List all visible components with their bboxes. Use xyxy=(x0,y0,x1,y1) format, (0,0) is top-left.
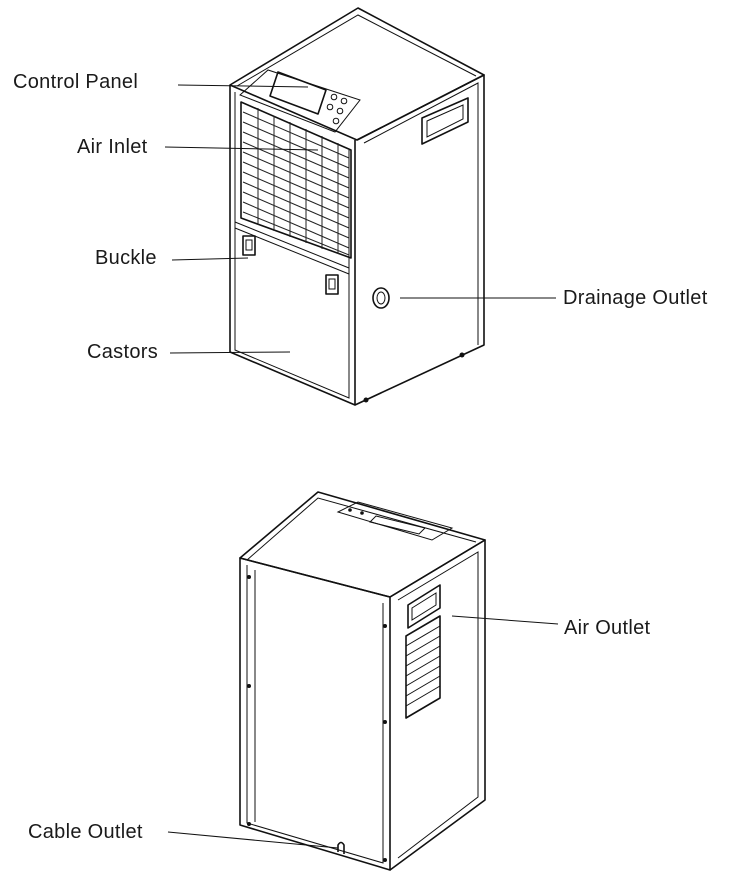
control-button xyxy=(326,103,334,111)
control-button xyxy=(330,93,338,101)
control-button xyxy=(340,97,348,105)
label-air-inlet: Air Inlet xyxy=(77,136,148,158)
castor xyxy=(459,352,465,358)
label-air-outlet: Air Outlet xyxy=(564,617,651,639)
label-cable-outlet: Cable Outlet xyxy=(28,821,143,843)
rear-view-unit xyxy=(239,491,486,871)
control-button xyxy=(332,117,340,125)
castor xyxy=(363,397,369,403)
label-drainage-outlet: Drainage Outlet xyxy=(563,287,708,309)
leader-lines xyxy=(164,84,559,849)
side-handle xyxy=(421,97,469,145)
label-control-panel: Control Panel xyxy=(13,71,139,93)
buckle-left xyxy=(242,235,256,256)
control-button xyxy=(336,107,344,115)
air-outlet-louver xyxy=(405,615,441,719)
buckle-right xyxy=(325,274,339,295)
label-castors: Castors xyxy=(87,341,159,363)
label-buckle: Buckle xyxy=(95,247,157,269)
display-screen xyxy=(269,71,327,115)
cable-outlet xyxy=(337,841,345,854)
air-inlet-grille xyxy=(240,101,352,259)
drainage-outlet xyxy=(372,287,390,309)
front-view-unit xyxy=(229,7,485,406)
